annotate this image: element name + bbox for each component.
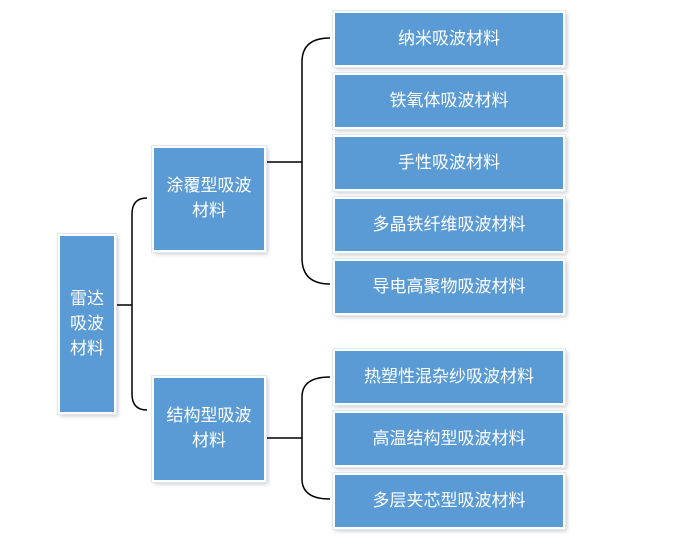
- connector-cat2-bracket: [301, 376, 331, 500]
- leaf-node-conductive-polymer: 导电高聚物吸波材料: [333, 259, 565, 315]
- leaf-node-label: 多层夹芯型吸波材料: [372, 490, 526, 511]
- leaf-node-label: 铁氧体吸波材料: [389, 90, 509, 111]
- leaf-node-label: 多晶铁纤维吸波材料: [372, 214, 526, 235]
- connector-root-bracket: [131, 197, 148, 411]
- connector-cat1-bracket: [301, 37, 331, 285]
- leaf-node-high-temperature-structural: 高温结构型吸波材料: [333, 411, 565, 467]
- leaf-node-label: 高温结构型吸波材料: [372, 428, 526, 449]
- category-node-structural: 结构型吸波材料: [152, 376, 266, 482]
- leaf-node-label: 纳米吸波材料: [398, 28, 500, 49]
- leaf-node-nano: 纳米吸波材料: [333, 11, 565, 67]
- category-node-label: 结构型吸波材料: [166, 406, 252, 451]
- root-node: 雷达吸波材料: [58, 234, 116, 414]
- category-node-coating: 涂覆型吸波材料: [152, 146, 266, 252]
- leaf-node-polycrystalline-iron-fiber: 多晶铁纤维吸波材料: [333, 197, 565, 253]
- root-node-label: 雷达吸波材料: [70, 288, 104, 359]
- leaf-node-ferrite: 铁氧体吸波材料: [333, 73, 565, 129]
- leaf-node-chiral: 手性吸波材料: [333, 135, 565, 191]
- category-node-label: 涂覆型吸波材料: [166, 176, 252, 221]
- leaf-node-label: 导电高聚物吸波材料: [372, 276, 526, 297]
- leaf-node-thermoplastic-hybrid-yarn: 热塑性混杂纱吸波材料: [333, 349, 565, 405]
- leaf-node-label: 手性吸波材料: [398, 152, 500, 173]
- leaf-node-multilayer-sandwich: 多层夹芯型吸波材料: [333, 473, 565, 529]
- leaf-node-label: 热塑性混杂纱吸波材料: [364, 366, 534, 387]
